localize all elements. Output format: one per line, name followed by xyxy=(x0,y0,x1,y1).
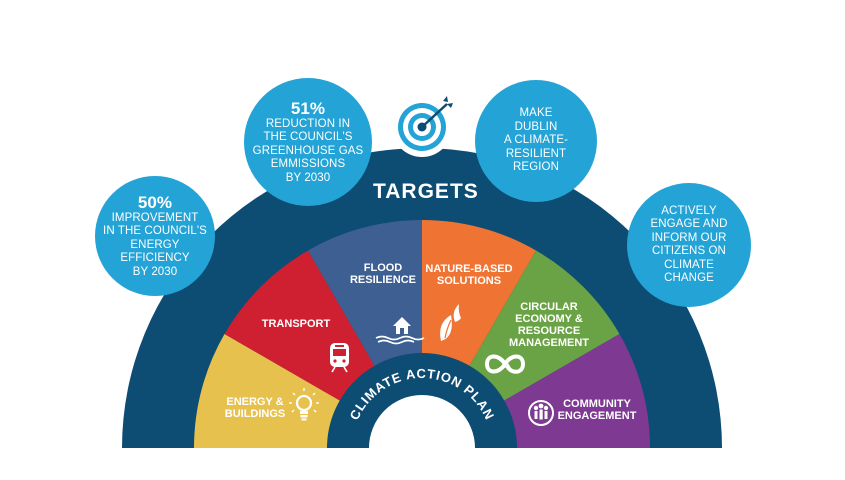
energy-buildings-label: ENERGY & BUILDINGS xyxy=(224,396,286,420)
target-text: REDUCTION IN THE COUNCIL'S GREENHOUSE GA… xyxy=(252,117,364,184)
people-icon xyxy=(528,400,554,426)
community-engagement-label: COMMUNITY ENGAGEMENT xyxy=(557,398,637,422)
target-text: MAKE DUBLIN A CLIMATE- RESILIENT REGION xyxy=(503,107,569,174)
infinity-recycle-icon xyxy=(484,354,526,374)
train-icon xyxy=(330,343,349,373)
target-headline: 51% xyxy=(290,98,326,118)
leaf-icon xyxy=(440,304,461,341)
target-arrow-icon xyxy=(392,96,453,157)
target-text: ACTIVELY ENGAGE AND INFORM OUR CITIZENS … xyxy=(650,204,728,285)
target-bubble-ghg-reduction: 51% REDUCTION IN THE COUNCIL'S GREENHOUS… xyxy=(244,78,372,206)
target-bubble-energy-efficiency: 50% IMPROVEMENT IN THE COUNCIL'S ENERGY … xyxy=(95,176,215,296)
circular-economy-label: CIRCULAR ECONOMY & RESOURCE MANAGEMENT xyxy=(508,301,590,349)
targets-heading: TARGETS xyxy=(373,180,479,203)
target-headline: 50% xyxy=(137,192,173,212)
house-flood-icon xyxy=(375,317,425,345)
lightbulb-icon xyxy=(289,388,319,421)
center-hole xyxy=(369,395,475,448)
target-bubble-engage-citizens: ACTIVELY ENGAGE AND INFORM OUR CITIZENS … xyxy=(627,183,751,307)
target-bubble-climate-resilient: MAKE DUBLIN A CLIMATE- RESILIENT REGION xyxy=(475,80,597,202)
flood-resilience-label: FLOOD RESILIENCE xyxy=(349,262,416,286)
transport-label: TRANSPORT xyxy=(261,318,331,330)
nature-based-solutions-label: NATURE-BASED SOLUTIONS xyxy=(425,263,513,287)
target-text: IMPROVEMENT IN THE COUNCIL'S ENERGY EFFI… xyxy=(103,211,207,278)
